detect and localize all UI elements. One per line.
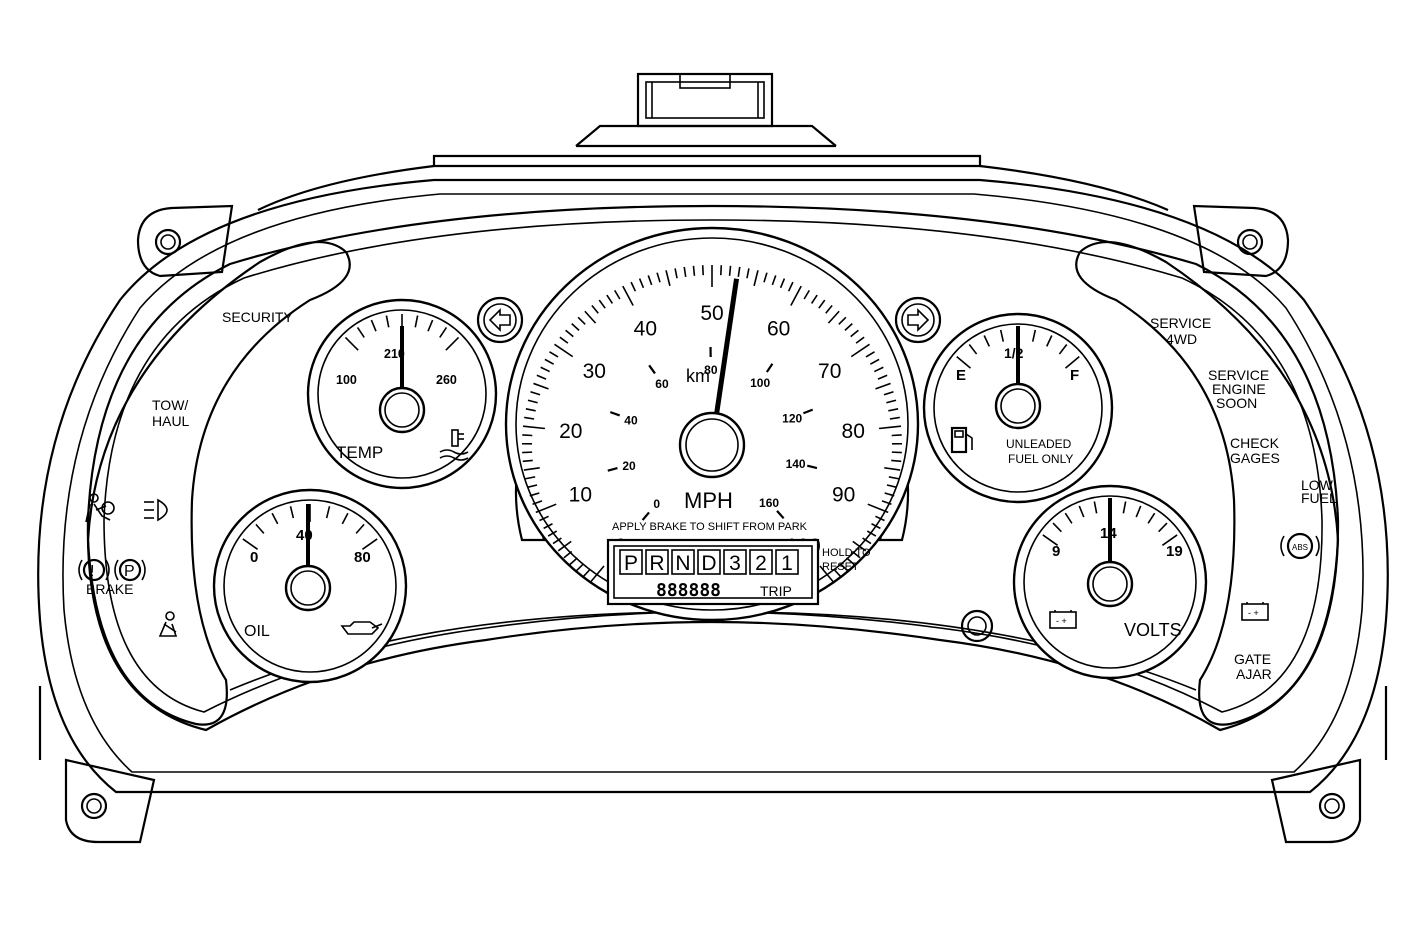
tow-haul-indicator-line1: TOW/	[152, 397, 188, 413]
hold-to-reset-line2: RESET	[822, 561, 859, 573]
right-turn-signal-icon	[896, 298, 940, 342]
temp-gauge: 100 210 260 TEMP	[308, 300, 496, 488]
fuel-empty-label: E	[956, 367, 966, 384]
svg-text:!: !	[90, 563, 94, 580]
oil-min-label: 0	[250, 549, 258, 566]
fuel-full-label: F	[1070, 367, 1079, 384]
svg-text:P: P	[124, 563, 135, 580]
volts-max-label: 19	[1166, 543, 1183, 560]
mph-label: 90	[832, 483, 855, 506]
gate-ajar-line2: AJAR	[1236, 666, 1272, 682]
check-gages-line2: GAGES	[1230, 450, 1280, 466]
kmh-label: 160	[759, 496, 779, 510]
brake-indicator-label: BRAKE	[86, 581, 133, 597]
speed-tick	[523, 460, 533, 461]
shift-note: APPLY BRAKE TO SHIFT FROM PARK	[612, 521, 808, 533]
fuel-half-label: 1/2	[1004, 345, 1024, 361]
abs-icon: ABS	[1281, 534, 1319, 558]
odometer-readout: 888888	[656, 580, 721, 601]
gear-position-label: 1	[781, 552, 793, 575]
kmh-label: 120	[782, 412, 802, 426]
svg-text:- +: - +	[1248, 608, 1259, 618]
kmh-label: 0	[653, 497, 660, 511]
speed-tick	[522, 435, 532, 436]
gear-position-label: D	[701, 552, 716, 575]
speed-tick	[693, 266, 694, 276]
speed-tick	[891, 460, 901, 461]
gear-position-label: N	[675, 552, 690, 575]
headlamp-icon	[144, 500, 167, 520]
service-4wd-line2: 4WD	[1166, 331, 1197, 347]
gear-position-label: 3	[729, 552, 741, 575]
check-gages-line1: CHECK	[1230, 435, 1280, 451]
mph-label: 60	[767, 317, 790, 340]
volts-label: VOLTS	[1124, 620, 1182, 640]
km-unit-label: km	[686, 366, 710, 386]
kmh-label: 60	[655, 377, 669, 391]
service-4wd-line1: SERVICE	[1150, 315, 1211, 331]
volts-min-label: 9	[1052, 543, 1060, 560]
abs-label: ABS	[1292, 543, 1308, 552]
kmh-label: 140	[786, 457, 806, 471]
oil-label: OIL	[244, 623, 270, 640]
svg-text:- +: - +	[1056, 616, 1067, 626]
gear-position-label: P	[624, 552, 638, 575]
oil-max-label: 80	[354, 549, 371, 566]
temp-max-label: 260	[436, 373, 457, 387]
kmh-label: 20	[622, 459, 636, 473]
speed-tick	[892, 435, 902, 436]
voltmeter-gauge: 9 14 19 VOLTS - +	[1014, 486, 1206, 678]
kmh-label: 40	[624, 413, 638, 427]
wiring-connector	[576, 74, 836, 146]
mph-label: 40	[634, 317, 657, 340]
left-turn-signal-icon	[478, 298, 522, 342]
oil-pressure-gauge: 0 40 80 OIL	[214, 490, 406, 682]
fuel-note-line1: UNLEADED	[1006, 437, 1072, 451]
kmh-label: 100	[750, 376, 770, 390]
mph-label: 10	[569, 483, 592, 506]
temp-min-label: 100	[336, 373, 357, 387]
gate-ajar-line1: GATE	[1234, 651, 1271, 667]
temp-label: TEMP	[336, 443, 383, 462]
gear-position-label: 2	[755, 552, 767, 575]
mph-label: 20	[559, 420, 582, 443]
oil-mid-label: 40	[296, 527, 313, 544]
low-fuel-line2: FUEL	[1301, 490, 1337, 506]
mph-label: 30	[583, 360, 606, 383]
speed-tick	[730, 266, 731, 276]
mph-unit-label: MPH	[684, 488, 733, 513]
battery-icon-right: - +	[1242, 602, 1268, 620]
trip-label: TRIP	[760, 583, 792, 599]
security-indicator: SECURITY	[222, 309, 293, 325]
fuel-note-line2: FUEL ONLY	[1008, 452, 1073, 466]
mph-label: 50	[700, 302, 723, 325]
seatbelt-icon	[160, 612, 176, 636]
tow-haul-indicator-line2: HAUL	[152, 413, 190, 429]
hold-to-reset-line1: HOLD TO	[822, 547, 871, 559]
mph-label: 80	[842, 420, 865, 443]
service-engine-soon-line3: SOON	[1216, 395, 1257, 411]
fuel-gauge: E 1/2 F UNLEADED FUEL ONLY	[924, 314, 1112, 502]
gear-position-label: R	[649, 552, 664, 575]
mph-label: 70	[818, 360, 841, 383]
